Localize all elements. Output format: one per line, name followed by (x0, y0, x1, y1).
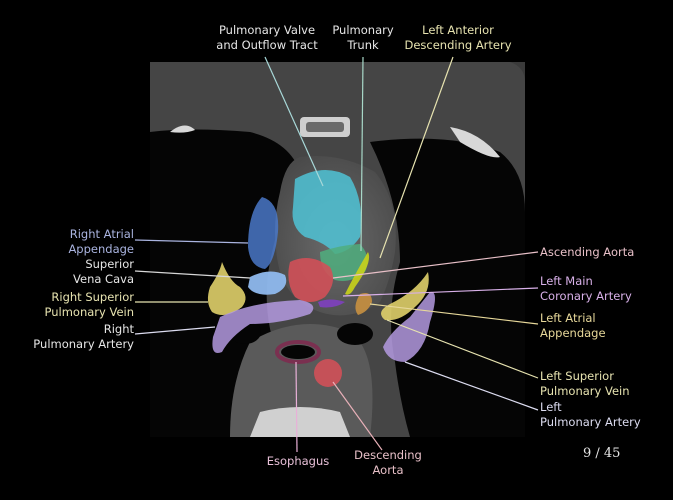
label-line: Superior (85, 257, 134, 271)
label-descending-aorta: Descending Aorta (348, 448, 428, 478)
label-lad: Left Anterior Descending Artery (403, 23, 513, 53)
ct-axial-image (150, 62, 525, 437)
esophagus-region (275, 340, 321, 364)
label-line: Pulmonary (332, 23, 394, 37)
label-line: Left Main (540, 274, 593, 288)
label-line: Pulmonary Artery (540, 415, 641, 429)
esophagus-lumen (281, 345, 315, 359)
label-pulmonary-valve: Pulmonary Valve and Outflow Tract (212, 23, 322, 53)
label-line: and Outflow Tract (216, 38, 318, 52)
label-svc: Superior Vena Cava (20, 257, 134, 287)
sternum-marrow (306, 122, 344, 132)
label-line: Pulmonary Vein (540, 384, 630, 398)
label-ascending-aorta: Ascending Aorta (540, 245, 634, 260)
rib-right (170, 125, 195, 133)
label-line: Pulmonary Artery (33, 337, 134, 351)
label-pulmonary-trunk: Pulmonary Trunk (325, 23, 401, 53)
right-atrial-appendage-region (248, 197, 279, 269)
label-line: Descending Artery (404, 38, 512, 52)
label-right-pa: Right Pulmonary Artery (20, 322, 134, 352)
pulmonary-valve-region (292, 169, 362, 254)
label-left-pa: Left Pulmonary Artery (540, 400, 641, 430)
descending-aorta-region (314, 359, 342, 387)
label-line: Right (103, 322, 134, 336)
ascending-aorta-region (288, 258, 334, 302)
left-bronchus (337, 323, 373, 345)
page-indicator: 9 / 45 (583, 446, 621, 461)
label-line: Ascending Aorta (540, 245, 635, 259)
label-line: Appendage (68, 242, 134, 256)
label-line: Aorta (372, 463, 404, 477)
right-pa-region (212, 300, 314, 353)
left-main-coronary-region (318, 299, 345, 308)
label-right-superior-pv: Right Superior Pulmonary Vein (20, 290, 134, 320)
svc-region (248, 271, 287, 295)
label-line: Right Atrial (69, 227, 134, 241)
label-line: Trunk (347, 38, 379, 52)
label-line: Left Anterior (422, 23, 494, 37)
label-line: Coronary Artery (540, 289, 632, 303)
label-line: Vena Cava (73, 272, 134, 286)
label-left-superior-pv: Left Superior Pulmonary Vein (540, 369, 630, 399)
rib-left (450, 127, 500, 158)
label-line: Left Atrial (540, 311, 596, 325)
label-line: Pulmonary Vein (44, 305, 134, 319)
label-line: Pulmonary Valve (218, 23, 316, 37)
label-right-atrial-appendage: Right Atrial Appendage (20, 227, 134, 257)
label-line: Appendage (540, 326, 606, 340)
label-line: Left Superior (540, 369, 614, 383)
vertebral-body (250, 407, 350, 437)
label-line: Left (540, 400, 562, 414)
label-line: Right Superior (51, 290, 134, 304)
label-esophagus: Esophagus (258, 454, 338, 469)
label-left-main-coronary: Left Main Coronary Artery (540, 274, 632, 304)
label-left-atrial-appendage: Left Atrial Appendage (540, 311, 606, 341)
label-line: Esophagus (266, 454, 330, 468)
left-atrial-appendage-region (355, 293, 372, 315)
label-line: Descending (354, 448, 422, 462)
